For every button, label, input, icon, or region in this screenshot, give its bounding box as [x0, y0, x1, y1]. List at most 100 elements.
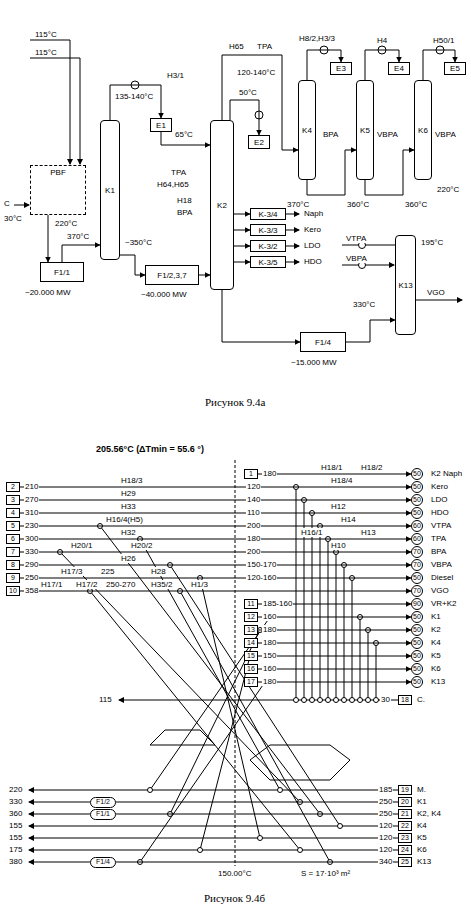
- hot-stream-line: [30, 40, 70, 164]
- annotation-label: 340: [378, 857, 393, 866]
- annotation-label: 358: [24, 586, 39, 595]
- end-temperature-circle: 50: [411, 663, 423, 675]
- annotation-label: H33: [120, 502, 137, 511]
- node-text: 60: [413, 535, 421, 543]
- annotation-label: 180: [262, 677, 277, 686]
- product-line: [286, 230, 299, 231]
- annotation-label: 210: [24, 482, 39, 491]
- node-text: 12: [247, 613, 255, 621]
- stream-number-box: 2: [6, 482, 20, 492]
- node-text: 50: [413, 626, 421, 634]
- annotation-label: 150: [262, 651, 277, 660]
- flow-line: [116, 814, 398, 815]
- annotation-label: H3/1: [166, 71, 185, 80]
- node-text: F1/4: [96, 858, 110, 866]
- annotation-label: 195°C: [420, 238, 444, 247]
- annotation-label: 155: [8, 821, 23, 830]
- annotation-label: H16/4(H5): [105, 515, 144, 524]
- flow-line: [234, 214, 250, 215]
- annotation-label: S = 17·10³ m²: [300, 869, 351, 878]
- annotation-label: 115°C: [34, 48, 58, 57]
- match-end: [258, 836, 263, 841]
- end-temperature-circle: 50: [411, 572, 423, 584]
- annotation-label: VBPA: [434, 130, 457, 139]
- stripper-box: K-3/5: [250, 256, 286, 268]
- node-text: 4: [11, 509, 15, 517]
- annotation-label: BPA: [176, 208, 193, 217]
- pinch-line: [235, 460, 236, 866]
- node-text: 21: [401, 810, 409, 818]
- node-text: 70: [413, 561, 421, 569]
- annotation-label: H17/3: [60, 567, 83, 576]
- annotation-label: H20/1: [70, 541, 93, 550]
- annotation-label: 370°C: [286, 200, 310, 209]
- annotation-label: H18/2: [360, 463, 383, 472]
- annotation-label: 175: [8, 845, 23, 854]
- annotation-label: H18/1: [320, 463, 343, 472]
- stream-number-box: 20: [398, 797, 412, 807]
- annotation-label: ~350°C: [124, 238, 153, 247]
- node-text: K-3/2: [258, 242, 277, 251]
- end-temperature-circle: 70: [411, 546, 423, 558]
- stream-number-box: 3: [6, 495, 20, 505]
- annotation-label: H32: [120, 528, 137, 537]
- node-text: K5: [360, 126, 370, 135]
- flow-line: [62, 245, 100, 262]
- annotation-label: 30°C: [3, 214, 23, 223]
- annotation-label: VTPA: [430, 521, 452, 530]
- node-text: K-3/5: [258, 258, 277, 267]
- node-text: 15: [247, 652, 255, 660]
- pumparound-line: [342, 265, 394, 266]
- annotation-label: 330: [8, 797, 23, 806]
- node-text: 50: [413, 678, 421, 686]
- flow-line: [258, 630, 411, 631]
- annotation-label: H8/2,H3/3: [298, 34, 336, 43]
- flow-line: [199, 275, 210, 276]
- match-end: [366, 698, 371, 703]
- annotation-label: 230: [24, 521, 39, 530]
- annotation-label: 270: [24, 495, 39, 504]
- column-vessel: K1: [100, 120, 120, 260]
- annotation-label: H18/3: [120, 476, 143, 485]
- node-text: 17: [247, 678, 255, 686]
- flow-line: [20, 578, 411, 579]
- node-text: 23: [401, 834, 409, 842]
- node-text: 25: [401, 858, 409, 866]
- annotation-label: 120-140°C: [236, 68, 276, 77]
- match-end: [302, 698, 307, 703]
- match-end: [318, 698, 323, 703]
- match-end: [358, 698, 363, 703]
- node-text: E1: [156, 121, 166, 130]
- stream-number-box: 19: [398, 785, 412, 795]
- flow-line: [258, 669, 411, 670]
- annotation-label: 150-170: [246, 560, 277, 569]
- annotation-label: K5: [430, 651, 442, 660]
- node-text: 70: [413, 587, 421, 595]
- annotation-label: 180: [262, 638, 277, 647]
- stream-number-box: 24: [398, 845, 412, 855]
- stripper-box: K-3/4: [250, 208, 286, 220]
- cold-stream-line: [29, 790, 398, 791]
- flow-line: [110, 85, 161, 120]
- node-text: 11: [247, 600, 254, 608]
- annotation-label: VGO: [430, 586, 450, 595]
- annotation-label: H12: [330, 502, 347, 511]
- annotation-label: BPA: [322, 130, 339, 139]
- flow-line: [258, 643, 411, 644]
- annotation-label: H18: [176, 196, 193, 205]
- annotation-label: 155: [8, 833, 23, 842]
- annotation-label: 120: [378, 821, 393, 830]
- drum-box: E5: [444, 62, 466, 75]
- annotation-label: TPA: [170, 168, 187, 177]
- annotation-label: 200: [246, 521, 261, 530]
- annotation-label: 250: [378, 797, 393, 806]
- annotation-label: HDO: [303, 257, 323, 266]
- stream-number-box: 25: [398, 857, 412, 867]
- annotation-label: H28: [150, 567, 167, 576]
- node-text: E5: [450, 64, 460, 73]
- drum-box: E2: [248, 135, 270, 149]
- annotation-label: VBPA: [376, 130, 399, 139]
- annotation-label: TPA: [256, 42, 273, 51]
- annotation-label: H4: [376, 36, 388, 45]
